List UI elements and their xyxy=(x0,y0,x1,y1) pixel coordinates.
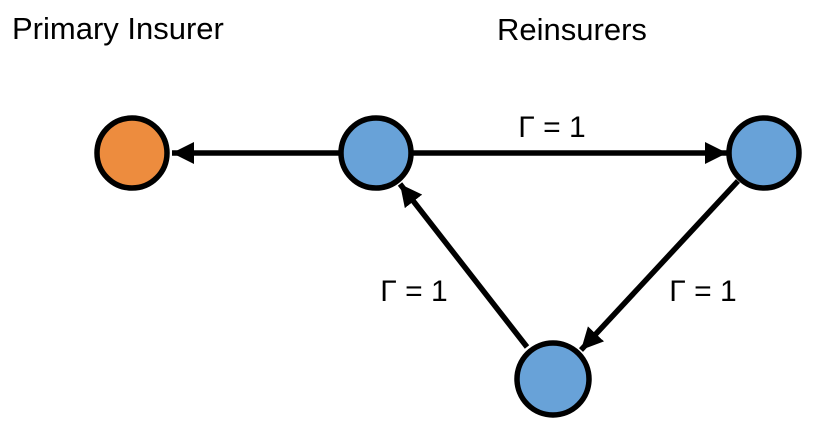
edge-reinsurer2-to-reinsurer3-arrow xyxy=(578,179,741,352)
edge-reinsurer3-to-reinsurer1-arrow xyxy=(397,182,530,349)
primary-insurer-node xyxy=(94,115,170,191)
edge-label-right: Γ = 1 xyxy=(669,275,736,308)
primary-insurer-label: Primary Insurer xyxy=(12,11,224,46)
reinsurer-node-2 xyxy=(726,115,802,191)
edge-label-top: Γ = 1 xyxy=(518,111,585,144)
reinsurers-label: Reinsurers xyxy=(497,12,647,47)
reinsurer-node-1 xyxy=(338,115,414,191)
reinsurer-node-3 xyxy=(514,340,592,418)
edge-label-left: Γ = 1 xyxy=(380,275,447,308)
